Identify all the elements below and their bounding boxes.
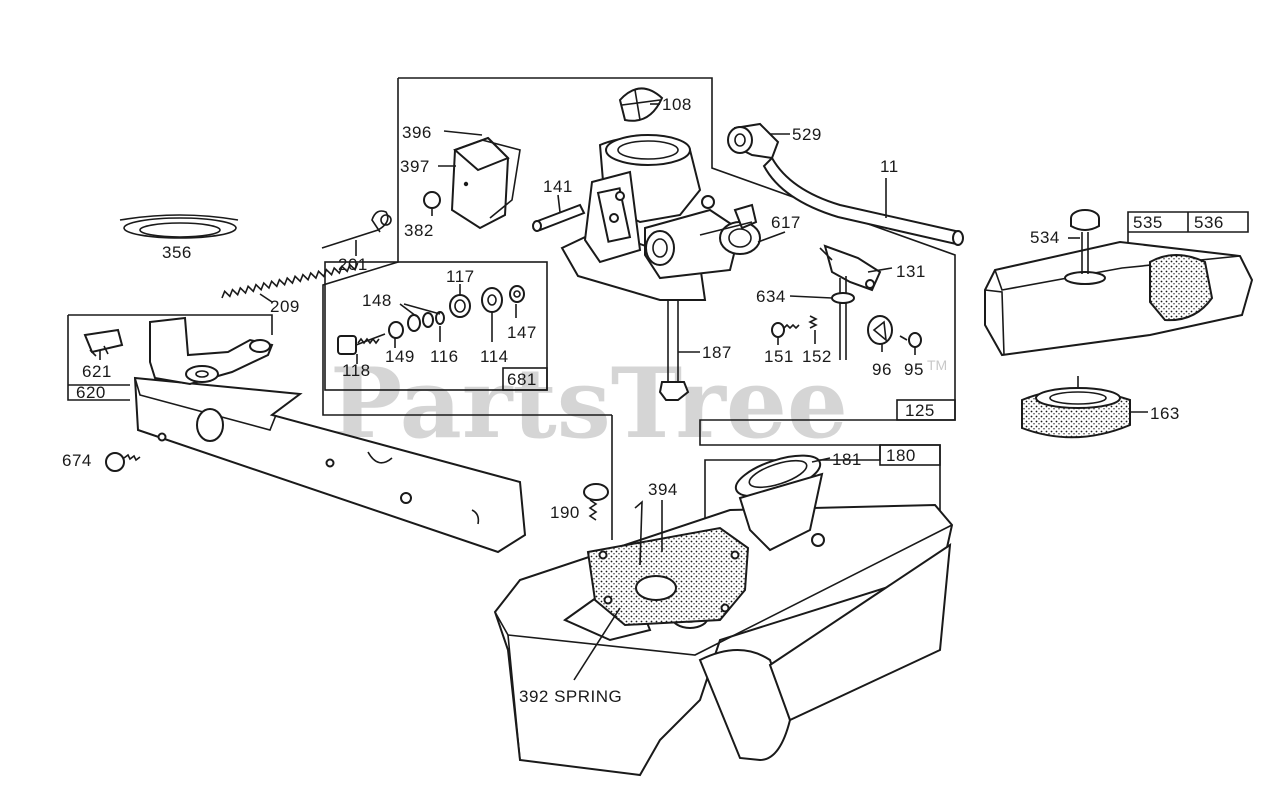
screws-throttle: 151 152 96 95	[764, 315, 924, 379]
carburetor-body: 617	[560, 134, 801, 301]
part-label-116: 116	[430, 347, 459, 366]
part-label-151: 151	[764, 347, 794, 366]
fuel-pipe-11: 11	[762, 156, 964, 246]
control-bracket-620: 621 674	[62, 316, 527, 554]
part-label-149: 149	[385, 347, 415, 366]
diaphragm-394: 394 392 SPRING 190	[519, 480, 750, 706]
group-frame-620: 620	[67, 314, 273, 402]
part-label-11: 11	[880, 157, 899, 176]
part-label-141: 141	[543, 177, 573, 196]
part-label-96: 96	[872, 360, 892, 379]
choke-plate-108: 108	[618, 87, 692, 122]
throttle-shaft-634: 634 131	[756, 244, 926, 360]
part-label-187: 187	[702, 343, 732, 362]
part-label-163: 163	[1150, 404, 1180, 423]
group-frame-180: 180	[879, 444, 941, 515]
group-label-125: 125	[905, 401, 935, 420]
air-cleaner-535: 534	[984, 209, 1254, 357]
part-label-108: 108	[662, 95, 692, 114]
needle-assembly-681: 117 148 147 118 149 116 114	[337, 267, 537, 380]
part-label-147: 147	[507, 323, 537, 342]
part-label-621: 621	[82, 362, 112, 381]
part-label-114: 114	[480, 347, 509, 366]
part-label-394: 394	[648, 480, 678, 499]
part-label-148: 148	[362, 291, 392, 310]
pickup-tube-187: 187	[658, 300, 732, 401]
pin-141: 141	[532, 177, 586, 232]
part-label-356: 356	[162, 243, 192, 262]
part-label-209: 209	[270, 297, 300, 316]
air-filter-element-163: 163	[1021, 376, 1180, 439]
part-label-392: 392 SPRING	[519, 687, 622, 706]
spring-209: 209	[221, 262, 359, 316]
watermark: PartsTree	[330, 347, 848, 460]
part-label-95: 95	[904, 360, 924, 379]
part-label-535: 535	[1133, 213, 1163, 232]
part-label-118: 118	[342, 361, 371, 380]
part-label-190: 190	[550, 503, 580, 522]
group-label-536: 536	[1194, 213, 1224, 232]
part-label-131: 131	[896, 262, 926, 281]
part-label-529: 529	[792, 125, 822, 144]
choke-bracket-397: 396 397 382	[400, 123, 521, 240]
group-label-180: 180	[886, 446, 916, 465]
part-label-397: 397	[400, 157, 430, 176]
group-label-681: 681	[507, 370, 537, 389]
part-label-382: 382	[404, 221, 434, 240]
part-label-534: 534	[1030, 228, 1060, 247]
group-frame-681: 681	[324, 261, 548, 391]
elbow-529: 529	[727, 122, 822, 160]
part-label-617: 617	[771, 213, 801, 232]
part-label-674: 674	[62, 451, 92, 470]
watermark-trademark: TM	[927, 357, 947, 373]
gasket-ring-356: 356	[119, 214, 239, 262]
part-label-634: 634	[756, 287, 786, 306]
part-label-396: 396	[402, 123, 432, 142]
part-label-117: 117	[446, 267, 475, 286]
group-label-620: 620	[76, 383, 106, 402]
part-label-152: 152	[802, 347, 832, 366]
part-label-201: 201	[338, 255, 368, 274]
part-label-181: 181	[832, 450, 862, 469]
